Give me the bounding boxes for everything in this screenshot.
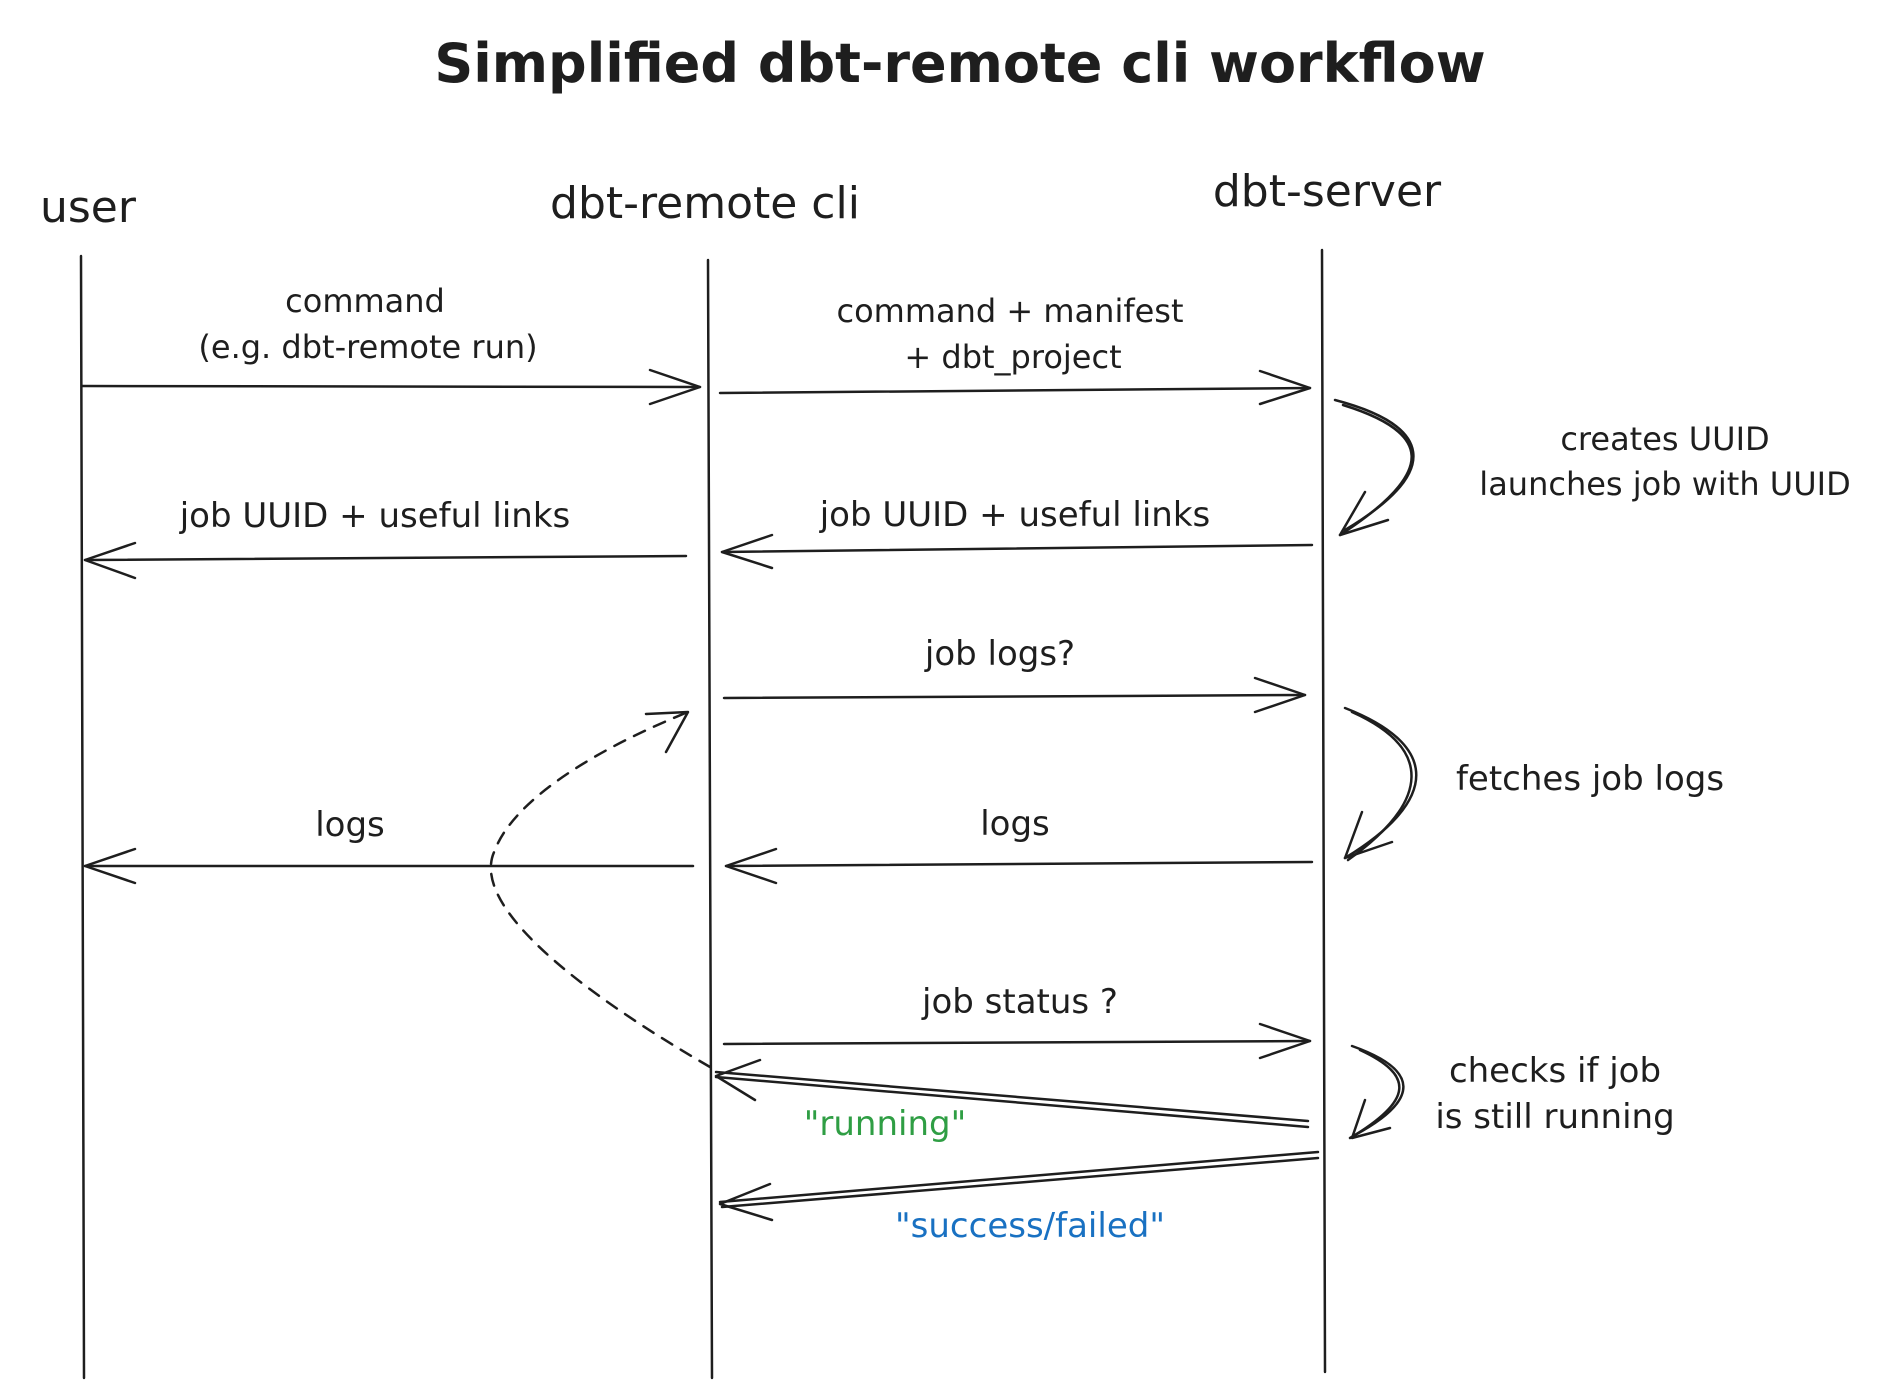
- message-job-status-request: [722, 1022, 1312, 1060]
- message-logs-to-user: [83, 847, 695, 885]
- message-command-manifest: [718, 369, 1312, 406]
- message-job-logs-request: [722, 676, 1307, 714]
- actor-user-label: user: [40, 182, 137, 233]
- command-label-line2: (e.g. dbt-remote run): [198, 328, 537, 366]
- diagram-title: Simplified dbt-remote cli workflow: [434, 32, 1485, 95]
- checks-running-label-line2: is still running: [1435, 1097, 1674, 1137]
- success-failed-status-label: "success/failed": [895, 1206, 1165, 1246]
- self-loop-create-uuid: [1333, 398, 1415, 537]
- message-uuid-to-cli: [720, 533, 1314, 570]
- command-label-line1: command: [285, 282, 445, 320]
- lifeline-user: [79, 254, 86, 1380]
- logs-to-user-label: logs: [315, 805, 385, 845]
- message-command: [80, 368, 702, 406]
- message-uuid-to-user: [83, 541, 688, 580]
- self-loop-fetch-logs: [1343, 706, 1418, 862]
- loop-back-dashed-arrow: [489, 710, 712, 1069]
- checks-running-label-line1: checks if job: [1449, 1051, 1661, 1091]
- job-status-request-label: job status ?: [921, 982, 1118, 1022]
- creates-uuid-label-line2: launches job with UUID: [1479, 465, 1850, 503]
- job-logs-request-label: job logs?: [924, 634, 1075, 674]
- uuid-to-cli-label: job UUID + useful links: [819, 495, 1211, 535]
- uuid-to-user-label: job UUID + useful links: [179, 496, 571, 536]
- message-success-failed: [718, 1150, 1320, 1222]
- running-status-label: "running": [804, 1104, 966, 1144]
- command-manifest-label-line1: command + manifest: [837, 292, 1184, 330]
- message-running: [714, 1058, 1310, 1129]
- actor-cli-label: dbt-remote cli: [550, 178, 860, 229]
- lifeline-cli: [706, 258, 714, 1380]
- command-manifest-label-line2: + dbt_project: [904, 338, 1121, 376]
- logs-to-cli-label: logs: [980, 804, 1050, 844]
- creates-uuid-label-line1: creates UUID: [1560, 420, 1769, 458]
- fetches-logs-label: fetches job logs: [1456, 759, 1724, 799]
- message-logs-to-cli: [724, 847, 1314, 885]
- actor-server-label: dbt-server: [1213, 166, 1442, 217]
- self-loop-check-running: [1348, 1044, 1405, 1140]
- lifeline-server: [1320, 248, 1327, 1374]
